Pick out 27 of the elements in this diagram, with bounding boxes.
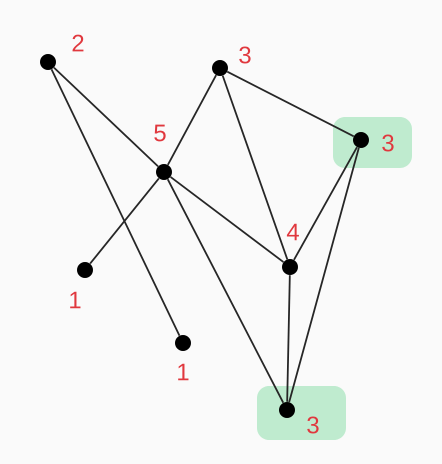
degree-label: 3 <box>382 134 394 152</box>
vertex-dot <box>156 164 172 180</box>
edge-line <box>167 74 217 166</box>
edge-line <box>50 69 180 336</box>
vertex-dot <box>40 54 56 70</box>
edge-line <box>286 275 291 402</box>
degree-label: 3 <box>307 416 319 434</box>
vertex-dot <box>353 132 369 148</box>
edge-line <box>288 148 360 402</box>
degree-label: 1 <box>70 292 80 308</box>
vertex-dot <box>282 259 298 275</box>
edge-line <box>89 178 160 264</box>
vertex-dot <box>279 402 295 418</box>
vertex-dot <box>175 335 191 351</box>
edge-line <box>222 75 288 260</box>
edge-line <box>166 178 284 404</box>
degree-label: 3 <box>239 46 251 64</box>
vertex-dot <box>77 262 93 278</box>
edge-line <box>53 67 159 168</box>
edge-line <box>226 70 354 138</box>
degree-label: 5 <box>154 124 166 142</box>
degree-label: 2 <box>72 34 84 52</box>
edge-line <box>293 146 358 260</box>
edge-line <box>170 176 284 263</box>
degree-label: 1 <box>178 364 188 380</box>
degree-label: 4 <box>286 224 299 240</box>
vertex-dot <box>212 60 228 76</box>
